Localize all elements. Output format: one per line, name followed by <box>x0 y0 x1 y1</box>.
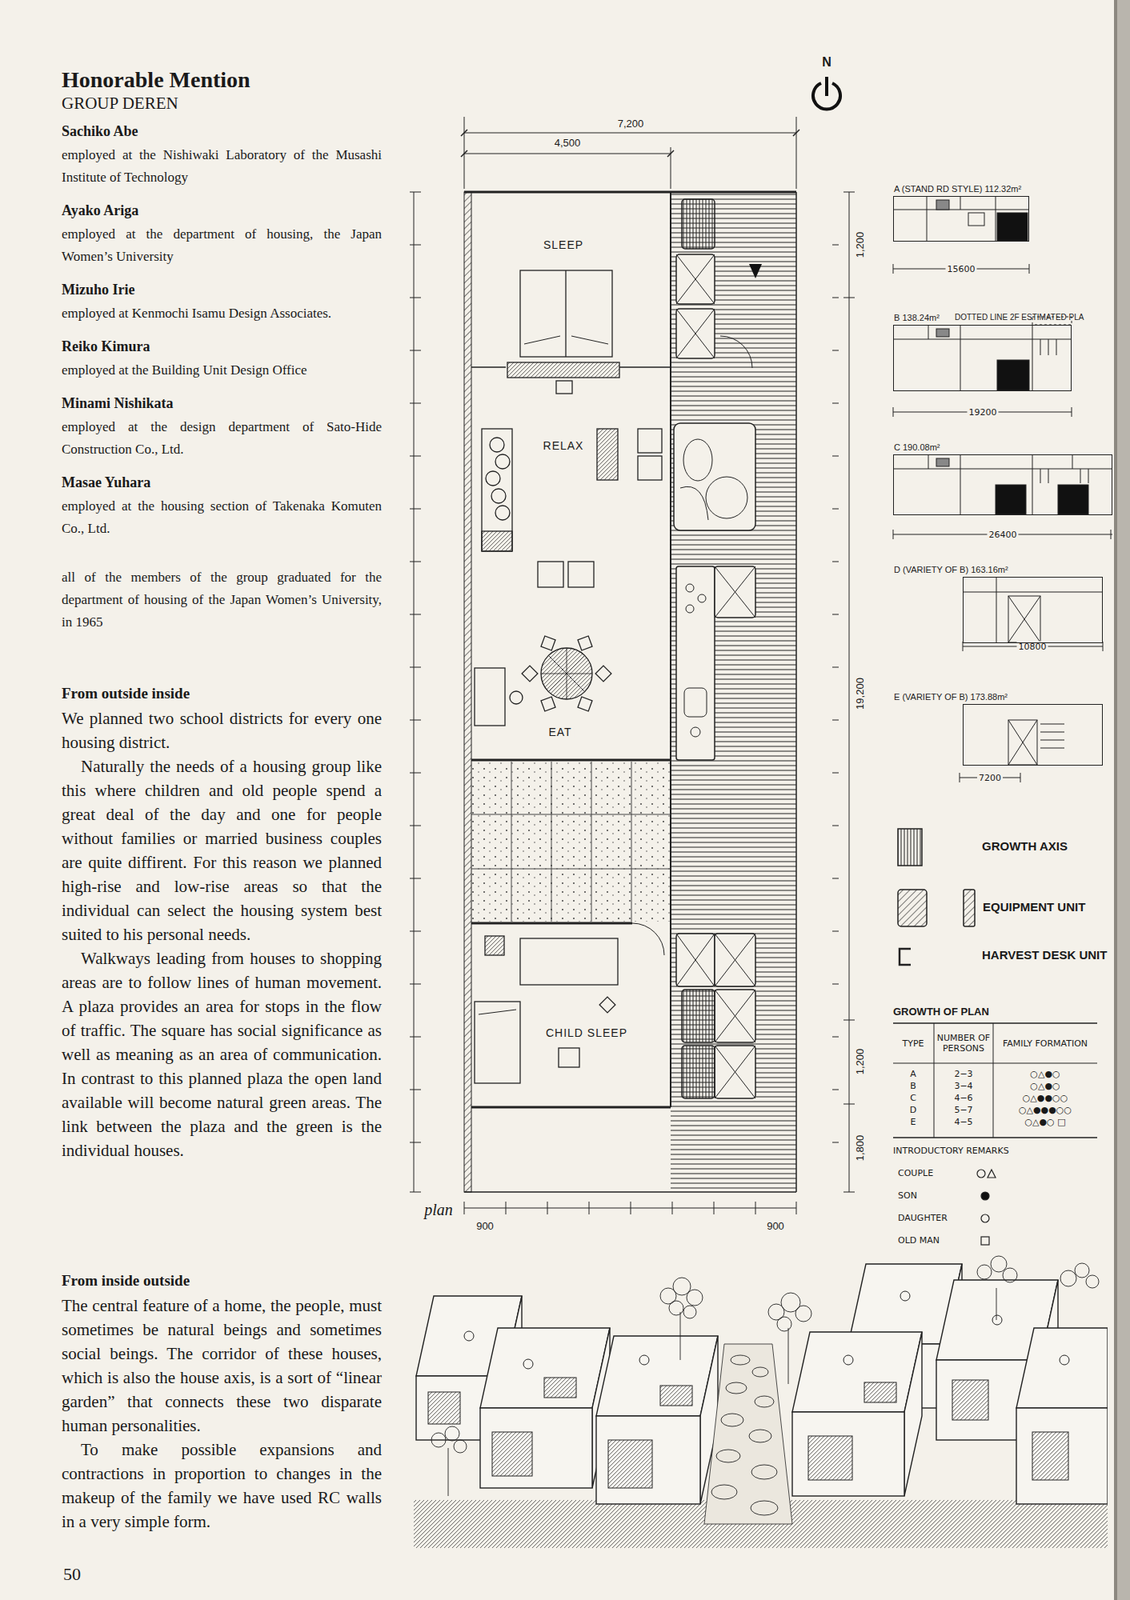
member-name: Reiko Kimura <box>61 333 382 360</box>
member-name: Ayako Ariga <box>61 197 382 224</box>
room-label: RELAX <box>540 439 587 453</box>
table-cell: 3−4 <box>953 1081 973 1092</box>
dimension: 900 <box>765 1220 786 1233</box>
table-cell: 2−3 <box>953 1069 973 1080</box>
member-name: Minami Nishikata <box>61 390 382 417</box>
perspective-illustration <box>413 1256 1108 1549</box>
member-name: Sachiko Abe <box>61 118 382 145</box>
plan-type-box: E (VARIETY OF B) 173.88m² <box>962 704 1103 766</box>
section-heading: From outside inside <box>61 681 382 707</box>
dimension: 15600 <box>945 264 978 275</box>
table-cell: ○△●○ <box>1029 1081 1060 1092</box>
group-note: all of the members of the group graduate… <box>61 566 382 634</box>
table-header: TYPE <box>901 1038 924 1050</box>
plan-caption: C 190.08m² <box>893 442 940 453</box>
member-affiliation: employed at the Building Unit Design Off… <box>61 359 382 382</box>
room-area: CHILD SLEEP <box>471 923 671 1108</box>
table-title: GROWTH OF PLAN <box>893 1005 990 1018</box>
plan-type-box: B 138.24m²DOTTED LINE 2F ESTIMATED PLA <box>893 324 1072 392</box>
member-affiliation: employed at the design department of Sat… <box>61 416 382 461</box>
dimension: 7,200 <box>616 117 646 130</box>
member-name: Masae Yuhara <box>61 469 382 496</box>
legend-label: GROWTH AXIS <box>981 839 1068 854</box>
room-label: SLEEP <box>540 238 586 252</box>
member-affiliation: employed at the Nishiwaki Laboratory of … <box>61 144 382 189</box>
legend-label: COUPLE <box>897 1168 934 1179</box>
member-name: Mizuho Irie <box>61 276 382 303</box>
legend-label: EQUIPMENT UNIT <box>982 900 1086 914</box>
legend-label: HARVEST DESK UNIT <box>981 948 1107 962</box>
table-cell: ○△●○ <box>1029 1069 1060 1080</box>
table-cell: 4−5 <box>953 1117 973 1128</box>
legend-label: SON <box>897 1190 918 1202</box>
plan-caption: plan <box>424 1201 453 1220</box>
room-label: EAT <box>545 725 574 739</box>
dimension: 7200 <box>977 773 1003 784</box>
table-cell: 5−7 <box>953 1105 973 1116</box>
member-affiliation: employed at Kenmochi Isamu Design Associ… <box>61 302 382 325</box>
plan-type-box: D (VARIETY OF B) 163.16m² <box>962 577 1103 644</box>
room-area: RELAX <box>471 367 671 552</box>
table-cell: A <box>909 1069 917 1080</box>
table-cell: ○△●●●○○ <box>1018 1105 1072 1116</box>
plan-caption: D (VARIETY OF B) 163.16m² <box>893 565 1009 575</box>
section-heading: From inside outside <box>61 1268 382 1295</box>
plan-type-box: C 190.08m² <box>893 454 1113 516</box>
dimension: 19,200 <box>853 676 866 712</box>
page-number: 50 <box>63 1564 81 1586</box>
body-paragraph: Naturally the needs of a housing group l… <box>61 754 382 947</box>
dimension: 1,800 <box>853 1134 866 1164</box>
plan-caption: E (VARIETY OF B) 173.88m² <box>893 692 1008 702</box>
dimension: 900 <box>474 1220 496 1233</box>
plan-caption: B 138.24m² <box>893 312 940 323</box>
member-affiliation: employed at the department of housing, t… <box>61 223 382 269</box>
table-cell: ○△●●○○ <box>1022 1093 1068 1104</box>
table-cell: 4−6 <box>953 1093 973 1104</box>
dimension: 26400 <box>987 529 1019 541</box>
body-paragraph: Walkways leading from houses to shopping… <box>61 946 382 1163</box>
text-column: all of the members of the group graduate… <box>61 566 382 643</box>
remarks-heading: INTRODUCTORY REMARKS <box>893 1146 1010 1157</box>
table-cell: B <box>909 1081 917 1092</box>
plan-caption: DOTTED LINE 2F ESTIMATED PLA <box>954 312 1085 322</box>
north-label: N <box>821 55 832 70</box>
body-paragraph: To make possible expansions and contract… <box>61 1438 382 1535</box>
legend-label: OLD MAN <box>897 1235 940 1247</box>
table-header: NUMBER OF PERSONS <box>935 1033 992 1054</box>
table-header: FAMILY FORMATION <box>1002 1038 1088 1050</box>
member-affiliation: employed at the housing section of Taken… <box>61 495 382 541</box>
dimension: 1,200 <box>853 1047 866 1078</box>
room-label: CHILD SLEEP <box>543 1026 630 1040</box>
body-paragraph: The central feature of a home, the peopl… <box>61 1294 382 1439</box>
dimension: 4,500 <box>552 136 583 149</box>
table-cell: ○△●○ □ <box>1024 1117 1066 1128</box>
plan-type-box: A (STAND RD STYLE) 112.32m² <box>893 196 1030 242</box>
plan-caption: A (STAND RD STYLE) 112.32m² <box>893 184 1022 194</box>
table-cell: D <box>909 1105 917 1116</box>
text-column: From inside outsideThe central feature o… <box>61 1268 382 1535</box>
page-title: Honorable Mention <box>61 67 251 93</box>
text-column: Sachiko Abeemployed at the Nishiwaki Lab… <box>61 118 382 549</box>
dimension: 19200 <box>967 407 999 418</box>
dimension: 1,200 <box>853 230 866 261</box>
legend-label: DAUGHTER <box>897 1213 948 1224</box>
text-column: From outside insideWe planned two school… <box>61 681 382 1163</box>
table-cell: C <box>909 1093 917 1104</box>
group-name: GROUP DEREN <box>61 93 179 114</box>
body-paragraph: We planned two school districts for ever… <box>61 706 382 755</box>
room-area: EAT <box>471 551 671 761</box>
table-cell: E <box>910 1117 917 1128</box>
room-area: SLEEP <box>471 192 671 368</box>
